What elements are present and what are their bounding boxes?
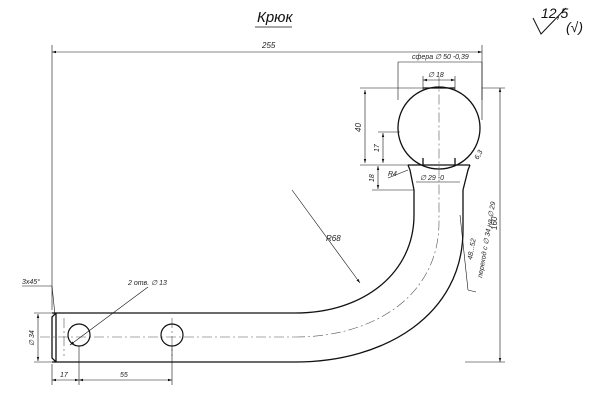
dim-collar-diameter: ∅ 29 -0 [420, 175, 444, 182]
dim-hole-spacing: 55 [120, 372, 128, 379]
dim-transition: переход с ∅ 34 на ∅ 29 [476, 201, 497, 278]
roughness-symbol: (√) [566, 19, 583, 35]
dim-neck-height: 17 [374, 143, 381, 152]
dim-transition-length: 48...52 [467, 238, 478, 260]
dim-bend-radius: R68 [326, 234, 341, 243]
drawing-title: Крюк [257, 9, 293, 26]
hole-1 [67, 323, 91, 347]
roughness-mark: 12,5 (√) [532, 5, 583, 35]
dim-sphere: сфера ∅ 50 -0,39 [412, 54, 469, 61]
dim-collar-height: 18 [369, 174, 376, 182]
roughness-value: 12,5 [541, 5, 568, 21]
dim-overall-length: 255 [261, 41, 276, 50]
dim-chamfer: 3x45° [22, 278, 40, 286]
dim-neck-diameter: ∅ 18 [428, 72, 444, 79]
dim-ball-height: 40 [354, 123, 363, 132]
dim-holes: 2 отв. ∅ 13 [127, 280, 167, 287]
dim-first-hole: 17 [60, 372, 69, 379]
dim-bar-diameter: ∅ 34 [29, 330, 36, 346]
dimension-lines [22, 45, 505, 385]
dim-overall-height: 160 [490, 216, 499, 230]
dim-ball-roughness: 6,3 [474, 149, 485, 161]
centerlines [40, 75, 440, 356]
dim-collar-radius: R4 [388, 171, 397, 178]
hook-outline [51, 86, 481, 363]
mounting-holes [67, 323, 184, 347]
